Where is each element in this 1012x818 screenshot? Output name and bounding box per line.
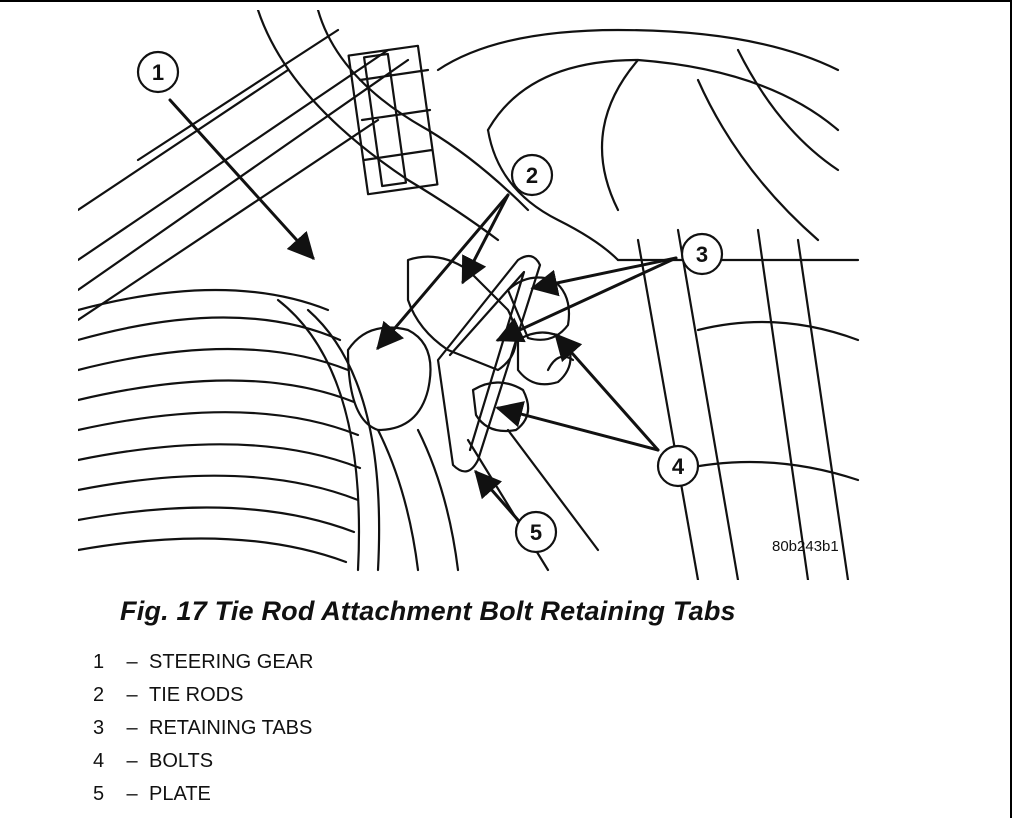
legend-separator: – <box>126 750 138 772</box>
crossmember <box>616 228 860 580</box>
legend-item: 3 – RETAINING TABS <box>93 712 313 745</box>
legend-item: 1 – STEERING GEAR <box>93 646 313 679</box>
legend-label: STEERING GEAR <box>149 651 314 673</box>
legend-item: 5 – PLATE <box>93 778 313 811</box>
svg-text:1: 1 <box>152 60 164 85</box>
legend-label: BOLTS <box>149 750 214 772</box>
callout-3: 3 <box>680 232 724 276</box>
legend-label: TIE RODS <box>149 684 244 706</box>
svg-text:4: 4 <box>672 454 685 479</box>
legend-number: 4 <box>93 750 105 772</box>
legend-label: PLATE <box>149 783 211 805</box>
frame-top-border <box>0 0 1012 2</box>
legend-number: 2 <box>93 684 105 706</box>
crossing-pipe <box>436 28 840 262</box>
legend-item: 2 – TIE RODS <box>93 679 313 712</box>
figure-code: 80b243b1 <box>772 538 839 555</box>
callout-1: 1 <box>136 50 180 94</box>
legend-number: 3 <box>93 717 105 739</box>
legend-label: RETAINING TABS <box>149 717 313 739</box>
bolts <box>471 276 575 433</box>
figure-caption: Fig. 17 Tie Rod Attachment Bolt Retainin… <box>120 596 736 626</box>
legend-number: 1 <box>93 651 105 673</box>
legend-separator: – <box>126 684 138 706</box>
legend-item: 4 – BOLTS <box>93 745 313 778</box>
svg-text:3: 3 <box>696 242 708 267</box>
tie-rod-illustration: 1 2 3 4 5 <box>78 10 868 580</box>
callout-5: 5 <box>514 510 558 554</box>
legend-separator: – <box>126 783 138 805</box>
leader-lines <box>168 98 678 522</box>
legend-number: 5 <box>93 783 105 805</box>
frame-rails <box>78 28 410 322</box>
legend-list: 1 – STEERING GEAR 2 – TIE RODS 3 – RETAI… <box>93 646 313 811</box>
callout-4: 4 <box>656 444 700 488</box>
tie-rod-assembly <box>346 255 600 572</box>
svg-text:5: 5 <box>530 520 542 545</box>
retaining-plate <box>436 254 542 473</box>
callout-2: 2 <box>510 153 554 197</box>
legend-separator: – <box>126 717 138 739</box>
steering-gear-boot <box>78 288 381 572</box>
hose-and-clamp <box>256 10 530 242</box>
legend-separator: – <box>126 651 138 673</box>
svg-text:2: 2 <box>526 163 538 188</box>
frame-right-border <box>1010 0 1012 818</box>
